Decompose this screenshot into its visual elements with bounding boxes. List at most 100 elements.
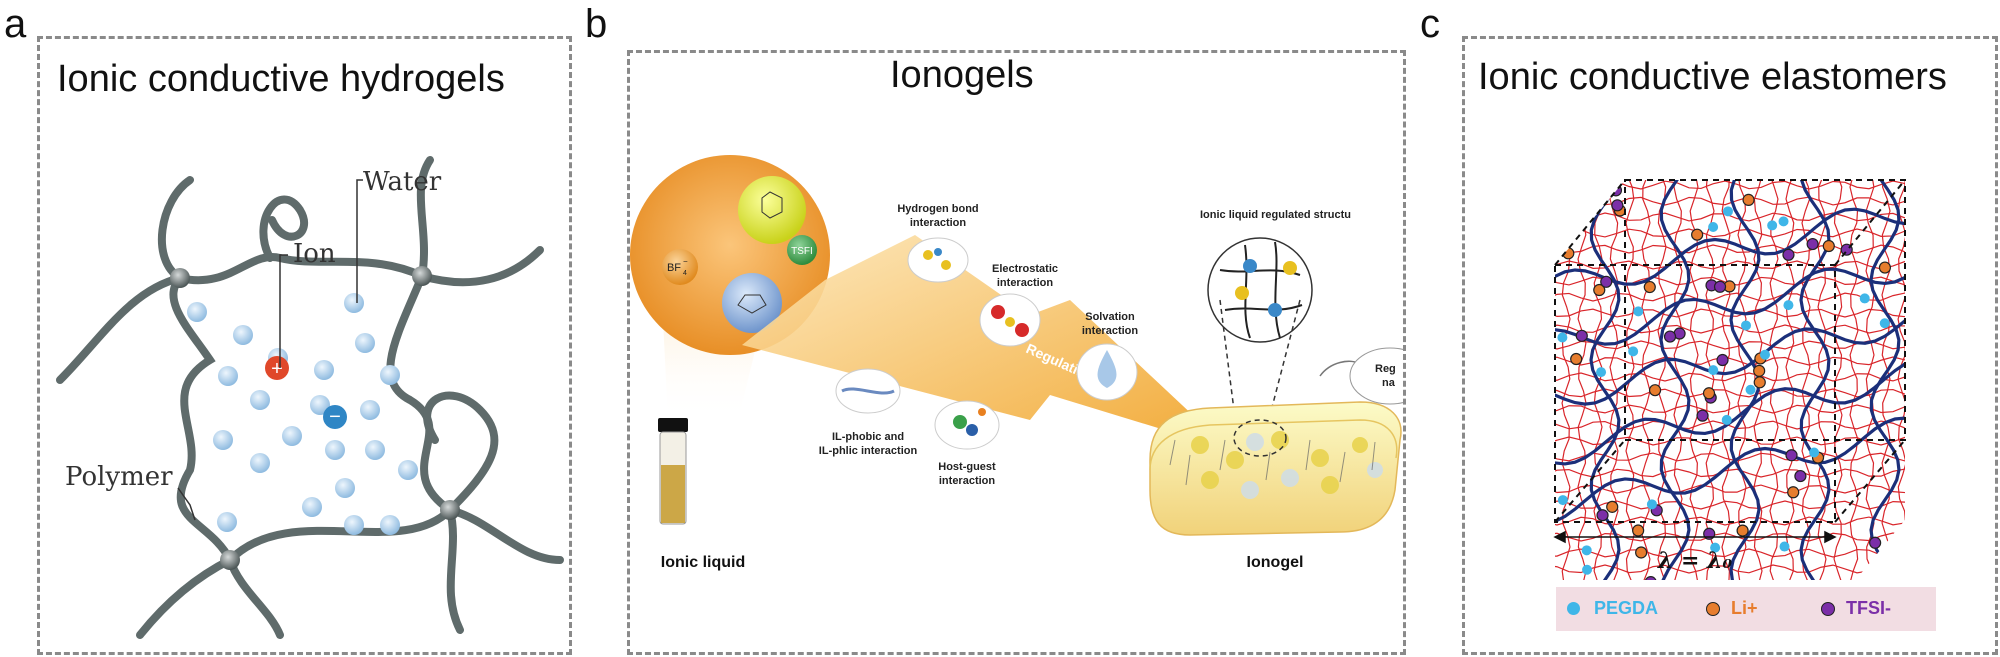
li-ion [1643,280,1656,294]
pegda-node [1646,499,1657,510]
bf4-ball [662,249,698,285]
pegda-node [1783,300,1794,311]
host-guest-label-2: interaction [939,475,996,487]
cut-off-label-2: na [1382,377,1396,389]
li-swatch-icon [1706,602,1720,616]
tfsi-ion [1611,199,1624,212]
panel-c-title: Ionic conductive elastomers [1478,56,1947,98]
hydrogen-bond-bubble [907,237,969,283]
panel-a-title: Ionic conductive hydrogels [57,58,505,100]
ion-label: Ion [293,239,336,269]
structure-zoom-circle [1207,237,1313,343]
panel-a-letter: a [4,2,27,46]
anion [323,405,347,429]
li-ion [1787,486,1800,499]
panel-c-frame [1462,36,1998,655]
electrostatic-label-1: Electrostatic [992,263,1058,275]
water-label: Water [363,167,442,197]
crosslink-node [170,268,190,288]
li-ion [1702,387,1716,400]
il-phobic-label-2: IL-phlic interaction [819,445,918,457]
pegda-node [1859,293,1870,304]
tfsi-ion [1716,353,1729,367]
ionogel-label: Ionogel [1247,554,1304,571]
tfsi-ion [1600,275,1613,288]
pegda-swatch-icon [1567,602,1580,615]
li-ion [1593,283,1606,297]
regulated-structure-label: Ionic liquid regulated structu [1200,209,1351,221]
pegda-node [1628,346,1639,357]
li-ion [1753,364,1766,377]
cation [265,356,289,380]
tfsi-ion [1806,237,1819,251]
li-ion [1632,524,1645,537]
panel-b-frame [627,50,1406,655]
pegda-node [1596,367,1607,378]
tsfi-ball [787,235,817,265]
pegda-node [1708,365,1719,376]
polymer-label: Polymer [65,462,173,492]
ionogel-diagram: TSFI BF 4 − Regulating Hydrogen bond int… [630,155,1403,571]
solvation-label-1: Solvation [1085,311,1135,323]
hydrogen-bond-label-2: interaction [910,217,967,229]
tsfi-label: TSFI [791,246,813,257]
dimension-arrow [1553,530,1837,544]
cation-ball [738,176,806,244]
tfsi-ion [1596,509,1609,522]
pegda-node [1779,541,1790,552]
tfsi-ion [1782,248,1795,261]
pegda-node [1721,414,1732,425]
pegda-node [1581,545,1592,556]
vial-cap [658,418,688,432]
pegda-node [1582,193,1593,204]
li-ion [1742,193,1755,206]
stretch-equation: λ = λ₀ [1657,548,1733,574]
panel-b-title: Ionogels [890,54,1034,96]
pegda-node [1633,306,1644,317]
cut-off-label-1: Reg [1375,363,1396,375]
il-phobic-label-1: IL-phobic and [832,431,904,443]
pegda-node [1745,384,1756,395]
li-ion [1878,261,1892,274]
li-ion [1822,239,1835,253]
li-ion [1736,524,1749,537]
li-ion [1606,500,1619,513]
tfsi-ion [1696,409,1709,422]
host-guest-bubble [934,400,1000,450]
crosslink-node [220,550,240,570]
elastomer-cube: λ = λ₀ [1553,179,1906,580]
pegda-node [1767,220,1778,231]
crosslink-node [412,266,432,286]
tfsi-ion [1869,536,1882,549]
svg-text:+: + [271,358,283,380]
li-ion [1635,546,1648,559]
svg-text:−: − [329,406,341,428]
ionic-liquid-label: Ionic liquid [661,554,745,571]
host-guest-label-1: Host-guest [938,461,996,473]
tfsi-ion [1644,576,1657,580]
blue-network [1555,180,1905,580]
pegda-node [1557,332,1568,343]
water-molecules [187,293,418,535]
crosslink-node [440,500,460,520]
pegda-node [1809,447,1820,458]
cube-edges [1554,179,1906,523]
tfsi-ion [1663,330,1677,343]
li-ion [1570,352,1583,366]
pegda-node [1722,206,1733,217]
imidazolium-ball [722,273,782,333]
pegda-node [1879,318,1890,329]
hydrogel-diagram: + − Water Ion Polymer [56,156,564,639]
legend: PEGDA Li+ TFSI- [1556,587,1936,631]
pegda-node [1760,349,1771,360]
panel-c-letter: c [1420,2,1440,46]
bf4-subscript: 4 [683,270,687,277]
panel-b-letter: b [585,2,608,46]
ionogel-slab [1149,401,1402,536]
tfsi-ion [1575,329,1588,342]
pegda-node [1557,495,1568,506]
li-ion [1648,384,1662,397]
panel-a-frame [37,36,572,655]
li-ion [1691,228,1704,241]
pegda-node [1708,221,1719,232]
